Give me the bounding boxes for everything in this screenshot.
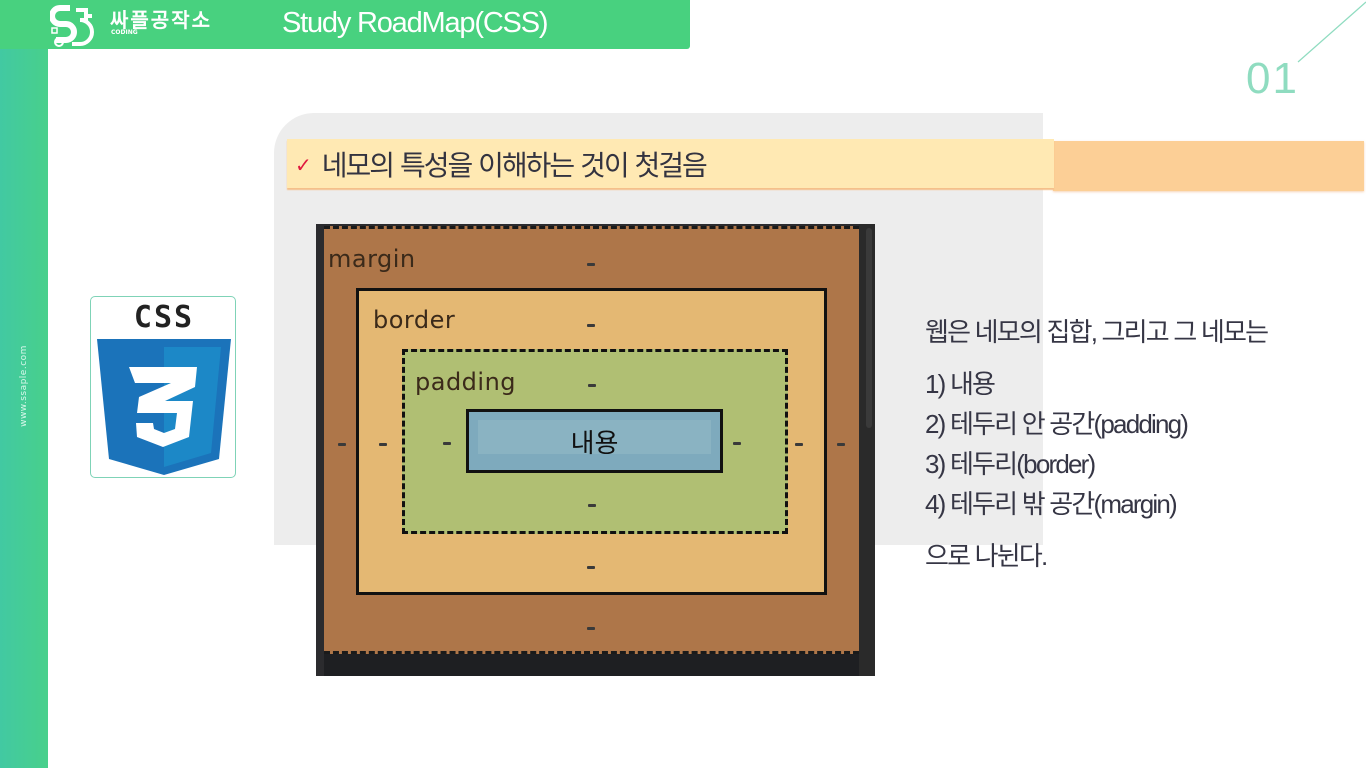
logo-icon (50, 5, 94, 47)
description-outro: 으로 나뉜다. (925, 541, 1048, 571)
content-label: 내용 (570, 428, 619, 459)
margin-top-value (587, 263, 595, 266)
border-left-value (379, 443, 387, 446)
margin-box: margin border padding 내용 (324, 226, 859, 654)
accent-strip (1053, 141, 1364, 191)
css3-logo-icon: CSS (97, 300, 231, 475)
description-intro: 웹은 네모의 집합, 그리고 그 네모는 (925, 317, 1269, 347)
headline-text: 네모의 특성을 이해하는 것이 첫걸음 (321, 148, 708, 182)
margin-left-value (338, 443, 346, 446)
padding-top-value (588, 384, 596, 387)
padding-box: padding 내용 (402, 349, 788, 534)
css3-logo-card: CSS (90, 296, 236, 478)
border-bottom-value (587, 566, 595, 569)
border-label: border (373, 306, 456, 334)
content-box: 내용 (466, 409, 723, 473)
scrollbar (859, 224, 875, 676)
scrollbar-thumb (866, 228, 872, 428)
margin-right-value (837, 443, 845, 446)
padding-bottom-value (588, 504, 596, 507)
border-top-value (587, 324, 595, 327)
padding-right-value (733, 442, 741, 445)
description: 웹은 네모의 집합, 그리고 그 네모는 1) 내용 2) 테두리 안 공간(p… (925, 312, 1269, 576)
brand-name: 싸플공작소 (110, 8, 212, 32)
check-icon: ✓ (295, 152, 312, 177)
decorative-line (1297, 1, 1366, 63)
site-url: www.ssaple.com (19, 345, 29, 427)
border-box: border padding 내용 (356, 288, 827, 595)
header-bar: 싸플공작소 CODING Study RoadMap(CSS) (0, 0, 690, 49)
headline: ✓ 네모의 특성을 이해하는 것이 첫걸음 (287, 139, 1054, 188)
box-model-diagram: margin border padding 내용 (316, 224, 875, 676)
list-item: 1) 내용 (925, 369, 996, 399)
list-item: 3) 테두리(border) (925, 449, 1096, 479)
svg-text:CSS: CSS (134, 300, 194, 335)
list-item: 2) 테두리 안 공간(padding) (925, 409, 1189, 439)
margin-label: margin (328, 245, 416, 273)
page-title: Study RoadMap(CSS) (282, 7, 549, 39)
page-number: 01 (1246, 54, 1299, 103)
padding-left-value (443, 442, 451, 445)
border-right-value (795, 443, 803, 446)
margin-bottom-value (587, 627, 595, 630)
list-item: 4) 테두리 밖 공간(margin) (925, 489, 1178, 519)
sidebar: www.ssaple.com (0, 0, 48, 768)
brand-sub: CODING (111, 29, 138, 36)
padding-label: padding (415, 368, 517, 396)
